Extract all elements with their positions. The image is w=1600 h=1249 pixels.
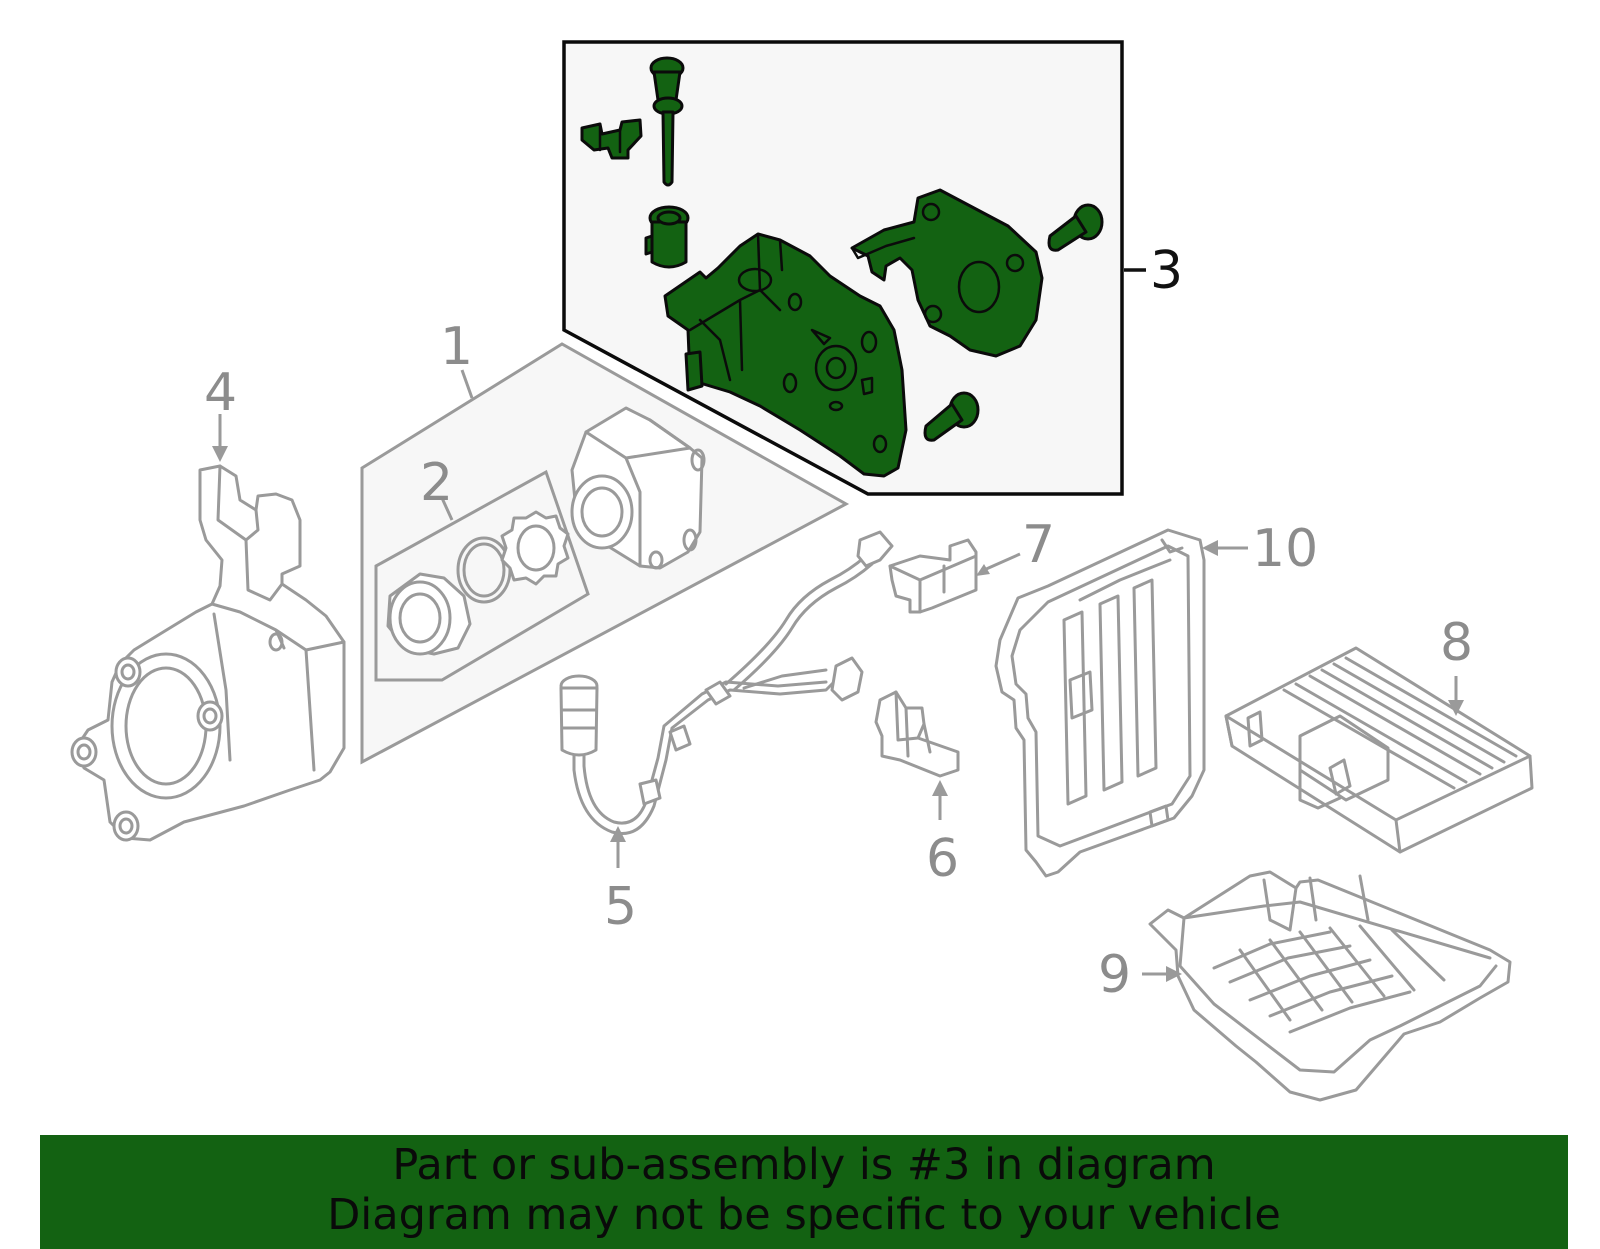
banner-line-disclaimer: Diagram may not be specific to your vehi… (327, 1190, 1281, 1240)
part-7-bracket[interactable]: 7 (888, 515, 1055, 614)
callout-3: 3 (1150, 241, 1183, 301)
callout-7: 7 (1022, 515, 1055, 575)
part-4-housing[interactable]: 4 (70, 363, 346, 842)
part-3-bolt-lower (923, 391, 980, 442)
part-3-grommet (644, 205, 690, 269)
callout-9: 9 (1098, 945, 1131, 1005)
callout-1: 1 (440, 317, 473, 377)
part-3-pin (649, 56, 685, 187)
part-8-module[interactable]: 8 (1224, 613, 1534, 854)
part-2-seal-kit[interactable]: 2 (374, 453, 590, 682)
callout-2: 2 (420, 453, 453, 513)
part-6-clip[interactable]: 6 (874, 690, 960, 889)
part-1-assembly-panel[interactable]: 1 2 (360, 317, 850, 765)
callout-10: 10 (1252, 519, 1318, 579)
part-3-assembly-panel[interactable]: 3 (562, 40, 1183, 496)
part-3-clip (580, 118, 643, 160)
banner-line-highlighted-part: Part or sub-assembly is #3 in diagram (392, 1140, 1216, 1190)
part-3-bolt-upper (1047, 203, 1104, 252)
callout-8: 8 (1440, 613, 1473, 673)
part-2-nut (386, 572, 472, 656)
part-1-sensor (570, 406, 706, 570)
callout-4: 4 (204, 363, 237, 423)
part-3-housing (663, 232, 908, 478)
part-5-wiring-harness[interactable]: 5 (559, 530, 894, 937)
callout-6: 6 (926, 829, 959, 889)
part-3-bracket (850, 188, 1044, 358)
part-9-tray[interactable]: 9 (1098, 870, 1512, 1102)
callout-5: 5 (604, 877, 637, 937)
part-2-lock-washer (500, 510, 570, 586)
info-banner: Part or sub-assembly is #3 in diagram Di… (40, 1135, 1568, 1249)
part-10-cover[interactable]: 10 (994, 519, 1318, 878)
